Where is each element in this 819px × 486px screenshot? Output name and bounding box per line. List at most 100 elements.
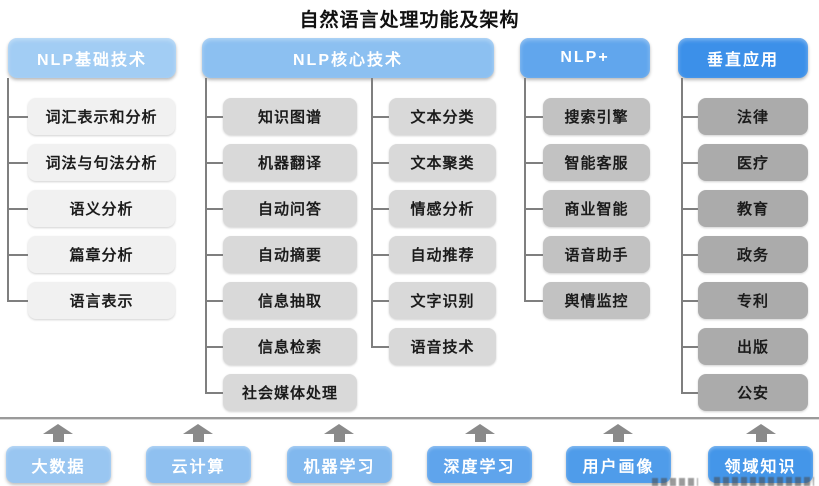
watermark-fragment — [652, 478, 698, 486]
tree-node: 医疗 — [681, 144, 808, 181]
tree-node: 商业智能 — [524, 190, 650, 227]
tree-node: 出版 — [681, 328, 808, 365]
connector-stub — [7, 253, 28, 256]
connector-vertical — [524, 78, 526, 301]
connector-stub — [205, 161, 223, 164]
connector-stub — [205, 345, 223, 348]
connector-stub — [371, 115, 389, 118]
tree-node-label: 智能客服 — [564, 155, 629, 172]
connector-stub — [205, 391, 223, 394]
tree-node: 语音技术 — [371, 328, 496, 365]
arrow-stem — [52, 434, 64, 442]
tree-node-label: 词法与句法分析 — [45, 155, 158, 172]
connector-stub — [205, 115, 223, 118]
tree-node-label: 公安 — [736, 385, 769, 402]
foundation-box: 深度学习 — [427, 446, 532, 483]
connector-stub — [7, 115, 28, 118]
column-header-nlp-core: NLP核心技术 — [202, 38, 494, 78]
tree-node-label: 文字识别 — [410, 293, 475, 310]
tree-node: 智能客服 — [524, 144, 650, 181]
connector-stub — [371, 345, 389, 348]
connector-stub — [524, 253, 543, 256]
connector-stub — [681, 299, 698, 302]
connector-stub — [205, 253, 223, 256]
tree-node-label: 信息检索 — [257, 339, 322, 356]
connector-stub — [681, 161, 698, 164]
arrow-stem — [755, 434, 767, 442]
tree-node: 自动推荐 — [371, 236, 496, 273]
tree-node: 词汇表示和分析 — [7, 98, 175, 135]
tree-node-label: 出版 — [736, 339, 769, 356]
tree-node-label: 专利 — [736, 293, 769, 310]
tree-node: 篇章分析 — [7, 236, 175, 273]
connector-stub — [681, 253, 698, 256]
tree-node: 社会媒体处理 — [205, 374, 357, 411]
tree-node: 机器翻译 — [205, 144, 357, 181]
tree-node-label: 语义分析 — [69, 201, 134, 218]
tree-node-label: 信息抽取 — [257, 293, 322, 310]
tree-node-label: 自动推荐 — [410, 247, 475, 264]
connector-vertical — [7, 78, 9, 301]
connector-stub — [524, 299, 543, 302]
tree-node-label: 教育 — [736, 201, 769, 218]
tree-node-label: 医疗 — [736, 155, 769, 172]
connector-stub — [371, 207, 389, 210]
connector-stub — [681, 391, 698, 394]
foundation-box: 领域知识 — [708, 446, 813, 483]
connector-stub — [524, 207, 543, 210]
up-arrow-icon — [43, 424, 73, 442]
arrow-triangle — [183, 424, 213, 434]
arrow-triangle — [465, 424, 495, 434]
connector-stub — [205, 299, 223, 302]
tree-node-label: 法律 — [736, 109, 769, 126]
foundation-box: 用户画像 — [566, 446, 671, 483]
tree-node: 舆情监控 — [524, 282, 650, 319]
connector-stub — [371, 253, 389, 256]
tree-node: 知识图谱 — [205, 98, 357, 135]
tree-node: 语义分析 — [7, 190, 175, 227]
tree-node-label: 文本聚类 — [410, 155, 475, 172]
tree-node: 专利 — [681, 282, 808, 319]
up-arrow-icon — [603, 424, 633, 442]
column-header-nlp-basic: NLP基础技术 — [8, 38, 176, 78]
arrow-triangle — [746, 424, 776, 434]
connector-stub — [524, 161, 543, 164]
foundation-box: 机器学习 — [287, 446, 392, 483]
tree-node: 情感分析 — [371, 190, 496, 227]
tree-node: 语音助手 — [524, 236, 650, 273]
diagram-title: 自然语言处理功能及架构 — [299, 10, 520, 31]
foundation-box: 云计算 — [146, 446, 251, 483]
tree-node-label: 搜索引擎 — [564, 109, 629, 126]
tree-node: 文本分类 — [371, 98, 496, 135]
up-arrow-icon — [324, 424, 354, 442]
tree-node: 信息检索 — [205, 328, 357, 365]
tree-node-label: 篇章分析 — [69, 247, 134, 264]
tree-node-label: 知识图谱 — [257, 109, 322, 126]
tree-node-label: 自动摘要 — [257, 247, 322, 264]
arrow-triangle — [43, 424, 73, 434]
foundation-box: 大数据 — [6, 446, 111, 483]
up-arrow-icon — [746, 424, 776, 442]
tree-node-label: 语言表示 — [69, 293, 134, 310]
tree-node: 词法与句法分析 — [7, 144, 175, 181]
tree-node: 教育 — [681, 190, 808, 227]
connector-vertical — [681, 78, 683, 393]
connector-stub — [7, 207, 28, 210]
tree-node: 文字识别 — [371, 282, 496, 319]
arrow-triangle — [603, 424, 633, 434]
arrow-stem — [612, 434, 624, 442]
tree-node-label: 社会媒体处理 — [241, 385, 338, 402]
tree-node-label: 语音技术 — [410, 339, 475, 356]
column-header-nlp-plus: NLP+ — [520, 38, 650, 78]
up-arrow-icon — [465, 424, 495, 442]
tree-node: 自动问答 — [205, 190, 357, 227]
tree-node-label: 机器翻译 — [257, 155, 322, 172]
tree-node-label: 语音助手 — [564, 247, 629, 264]
connector-stub — [524, 115, 543, 118]
tree-node-label: 词汇表示和分析 — [45, 109, 158, 126]
tree-node-label: 政务 — [736, 247, 769, 264]
tree-node-label: 自动问答 — [257, 201, 322, 218]
connector-stub — [371, 299, 389, 302]
separator-line — [0, 417, 819, 420]
